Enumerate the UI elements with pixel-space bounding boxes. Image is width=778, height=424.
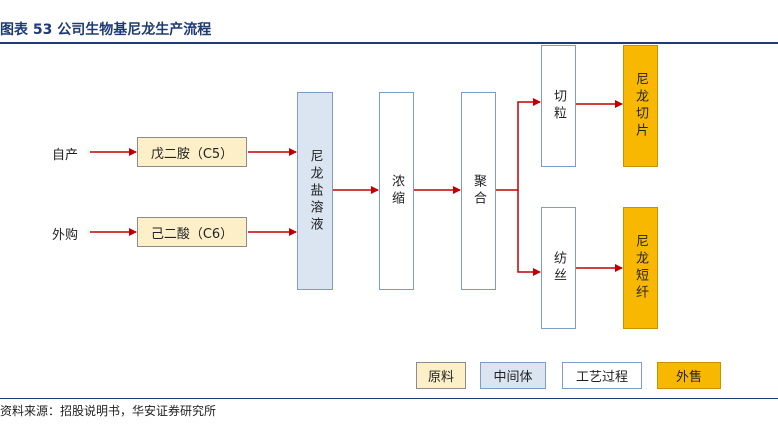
- node-nylon-staple-fiber-label: 尼龙短纤: [633, 234, 648, 302]
- node-nylon-salt-solution-label: 尼龙盐溶液: [307, 148, 323, 234]
- node-adipic-acid: 己二酸（C6）: [137, 217, 247, 247]
- figure-title: 图表 53 公司生物基尼龙生产流程: [0, 22, 212, 38]
- arrow-polymerization-to-pelletizing: [496, 98, 541, 191]
- legend-for-sale-label: 外售: [675, 370, 702, 385]
- node-concentration: 浓缩: [379, 92, 414, 290]
- node-nylon-staple-fiber: 尼龙短纤: [623, 207, 658, 329]
- legend-intermediate-label: 中间体: [493, 370, 533, 385]
- node-pentanediamine: 戊二胺（C5）: [137, 137, 247, 167]
- node-polymerization: 聚合: [461, 92, 496, 290]
- node-spinning-label: 纺丝: [551, 251, 566, 285]
- legend-raw-material: 原料: [416, 362, 466, 389]
- input-self-made-label: 自产: [52, 148, 79, 163]
- legend-process: 工艺过程: [562, 362, 642, 389]
- legend-process-label: 工艺过程: [575, 370, 628, 385]
- arrow-polymerization-to-spinning: [517, 190, 541, 276]
- legend-intermediate: 中间体: [480, 362, 546, 389]
- node-nylon-salt-solution: 尼龙盐溶液: [297, 92, 333, 290]
- node-nylon-chips: 尼龙切片: [623, 45, 658, 167]
- title-rule: [0, 42, 778, 44]
- bottom-rule: [0, 398, 778, 399]
- node-concentration-label: 浓缩: [389, 174, 404, 208]
- node-pelletizing-label: 切粒: [551, 89, 566, 123]
- node-pelletizing: 切粒: [541, 45, 576, 167]
- node-adipic-acid-label: 己二酸（C6）: [150, 226, 234, 242]
- node-nylon-chips-label: 尼龙切片: [633, 72, 648, 140]
- legend-for-sale: 外售: [657, 362, 721, 389]
- source-note: 资料来源：招股说明书，华安证券研究所: [0, 404, 217, 418]
- node-pentanediamine-label: 戊二胺（C5）: [150, 146, 234, 162]
- input-purchased-label: 外购: [52, 228, 79, 243]
- legend-raw-material-label: 原料: [427, 370, 454, 385]
- node-polymerization-label: 聚合: [471, 174, 486, 208]
- node-spinning: 纺丝: [541, 207, 576, 329]
